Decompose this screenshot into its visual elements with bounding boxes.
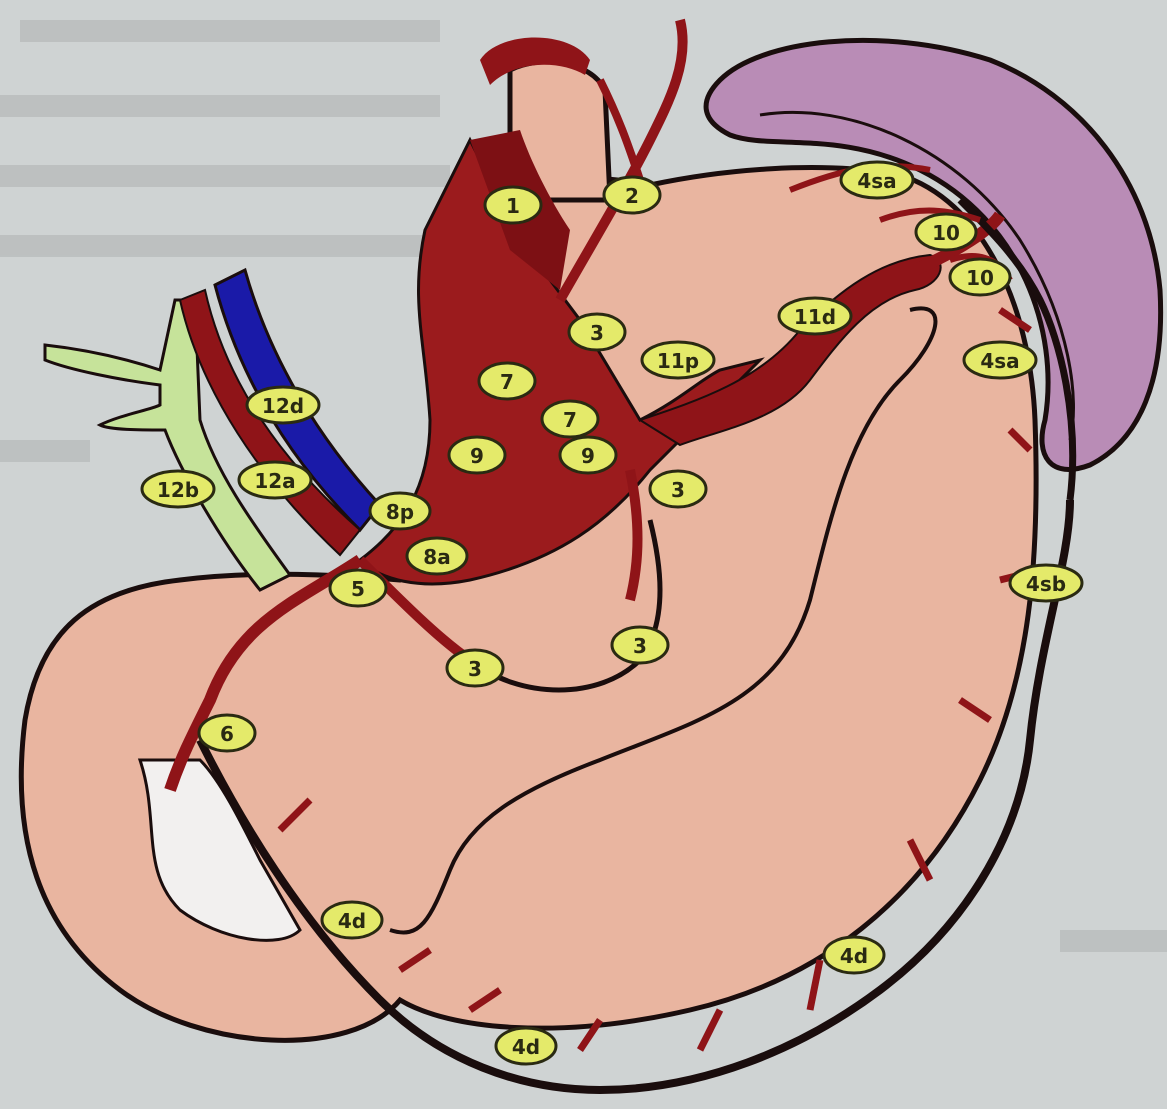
lymph-node-station-3: 3: [650, 471, 706, 507]
lymph-node-station-3: 3: [447, 650, 503, 686]
lymph-node-label: 3: [671, 478, 685, 502]
lymph-node-station-4d: 4d: [824, 937, 884, 973]
lymph-node-label: 4sa: [980, 349, 1019, 373]
lymph-node-station-7: 7: [542, 401, 598, 437]
lymph-node-label: 4d: [840, 944, 868, 968]
lymph-node-station-4sa: 4sa: [964, 342, 1036, 378]
lymph-node-station-11p: 11p: [642, 342, 714, 378]
lymph-node-station-9: 9: [449, 437, 505, 473]
lymph-node-label: 3: [590, 321, 604, 345]
lymph-node-station-4sa: 4sa: [841, 162, 913, 198]
lymph-node-station-3: 3: [569, 314, 625, 350]
lymph-node-label: 4sa: [857, 169, 896, 193]
lymph-node-station-4sb: 4sb: [1010, 565, 1082, 601]
lymph-node-label: 10: [966, 266, 994, 290]
lymph-node-label: 6: [220, 722, 234, 746]
lymph-node-label: 11d: [794, 305, 836, 329]
lymph-node-label: 3: [468, 657, 482, 681]
lymph-node-station-2: 2: [604, 177, 660, 213]
lymph-node-label: 1: [506, 194, 520, 218]
lymph-node-label: 8a: [423, 545, 450, 569]
lymph-node-station-5: 5: [330, 570, 386, 606]
lymph-node-station-3: 3: [612, 627, 668, 663]
lymph-node-label: 2: [625, 184, 639, 208]
lymph-node-station-12a: 12a: [239, 462, 311, 498]
lymph-node-label: 4d: [338, 909, 366, 933]
lymph-node-label: 4sb: [1026, 572, 1066, 596]
lymph-node-station-4d: 4d: [496, 1028, 556, 1064]
lymph-node-station-8a: 8a: [407, 538, 467, 574]
lymph-node-label: 4d: [512, 1035, 540, 1059]
lymph-node-label: 11p: [657, 349, 699, 373]
lymph-node-label: 12d: [262, 394, 304, 418]
lymph-node-station-9: 9: [560, 437, 616, 473]
lymph-node-station-7: 7: [479, 363, 535, 399]
lymph-node-station-12b: 12b: [142, 471, 214, 507]
lymph-node-station-12d: 12d: [247, 387, 319, 423]
lymph-node-label: 5: [351, 577, 365, 601]
lymph-node-label: 8p: [386, 500, 414, 524]
lymph-node-station-6: 6: [199, 715, 255, 751]
lymph-node-station-10: 10: [916, 214, 976, 250]
lymph-node-station-1: 1: [485, 187, 541, 223]
lymph-node-label: 3: [633, 634, 647, 658]
lymph-node-station-4d: 4d: [322, 902, 382, 938]
lymph-node-label: 12b: [157, 478, 199, 502]
lymph-node-label: 7: [500, 370, 514, 394]
lymph-node-label: 10: [932, 221, 960, 245]
lymph-node-label: 7: [563, 408, 577, 432]
lymph-node-label: 12a: [254, 469, 295, 493]
lymph-node-station-11d: 11d: [779, 298, 851, 334]
lymph-node-label: 9: [581, 444, 595, 468]
lymph-node-station-8p: 8p: [370, 493, 430, 529]
lymph-node-station-10: 10: [950, 259, 1010, 295]
lymph-node-label: 9: [470, 444, 484, 468]
